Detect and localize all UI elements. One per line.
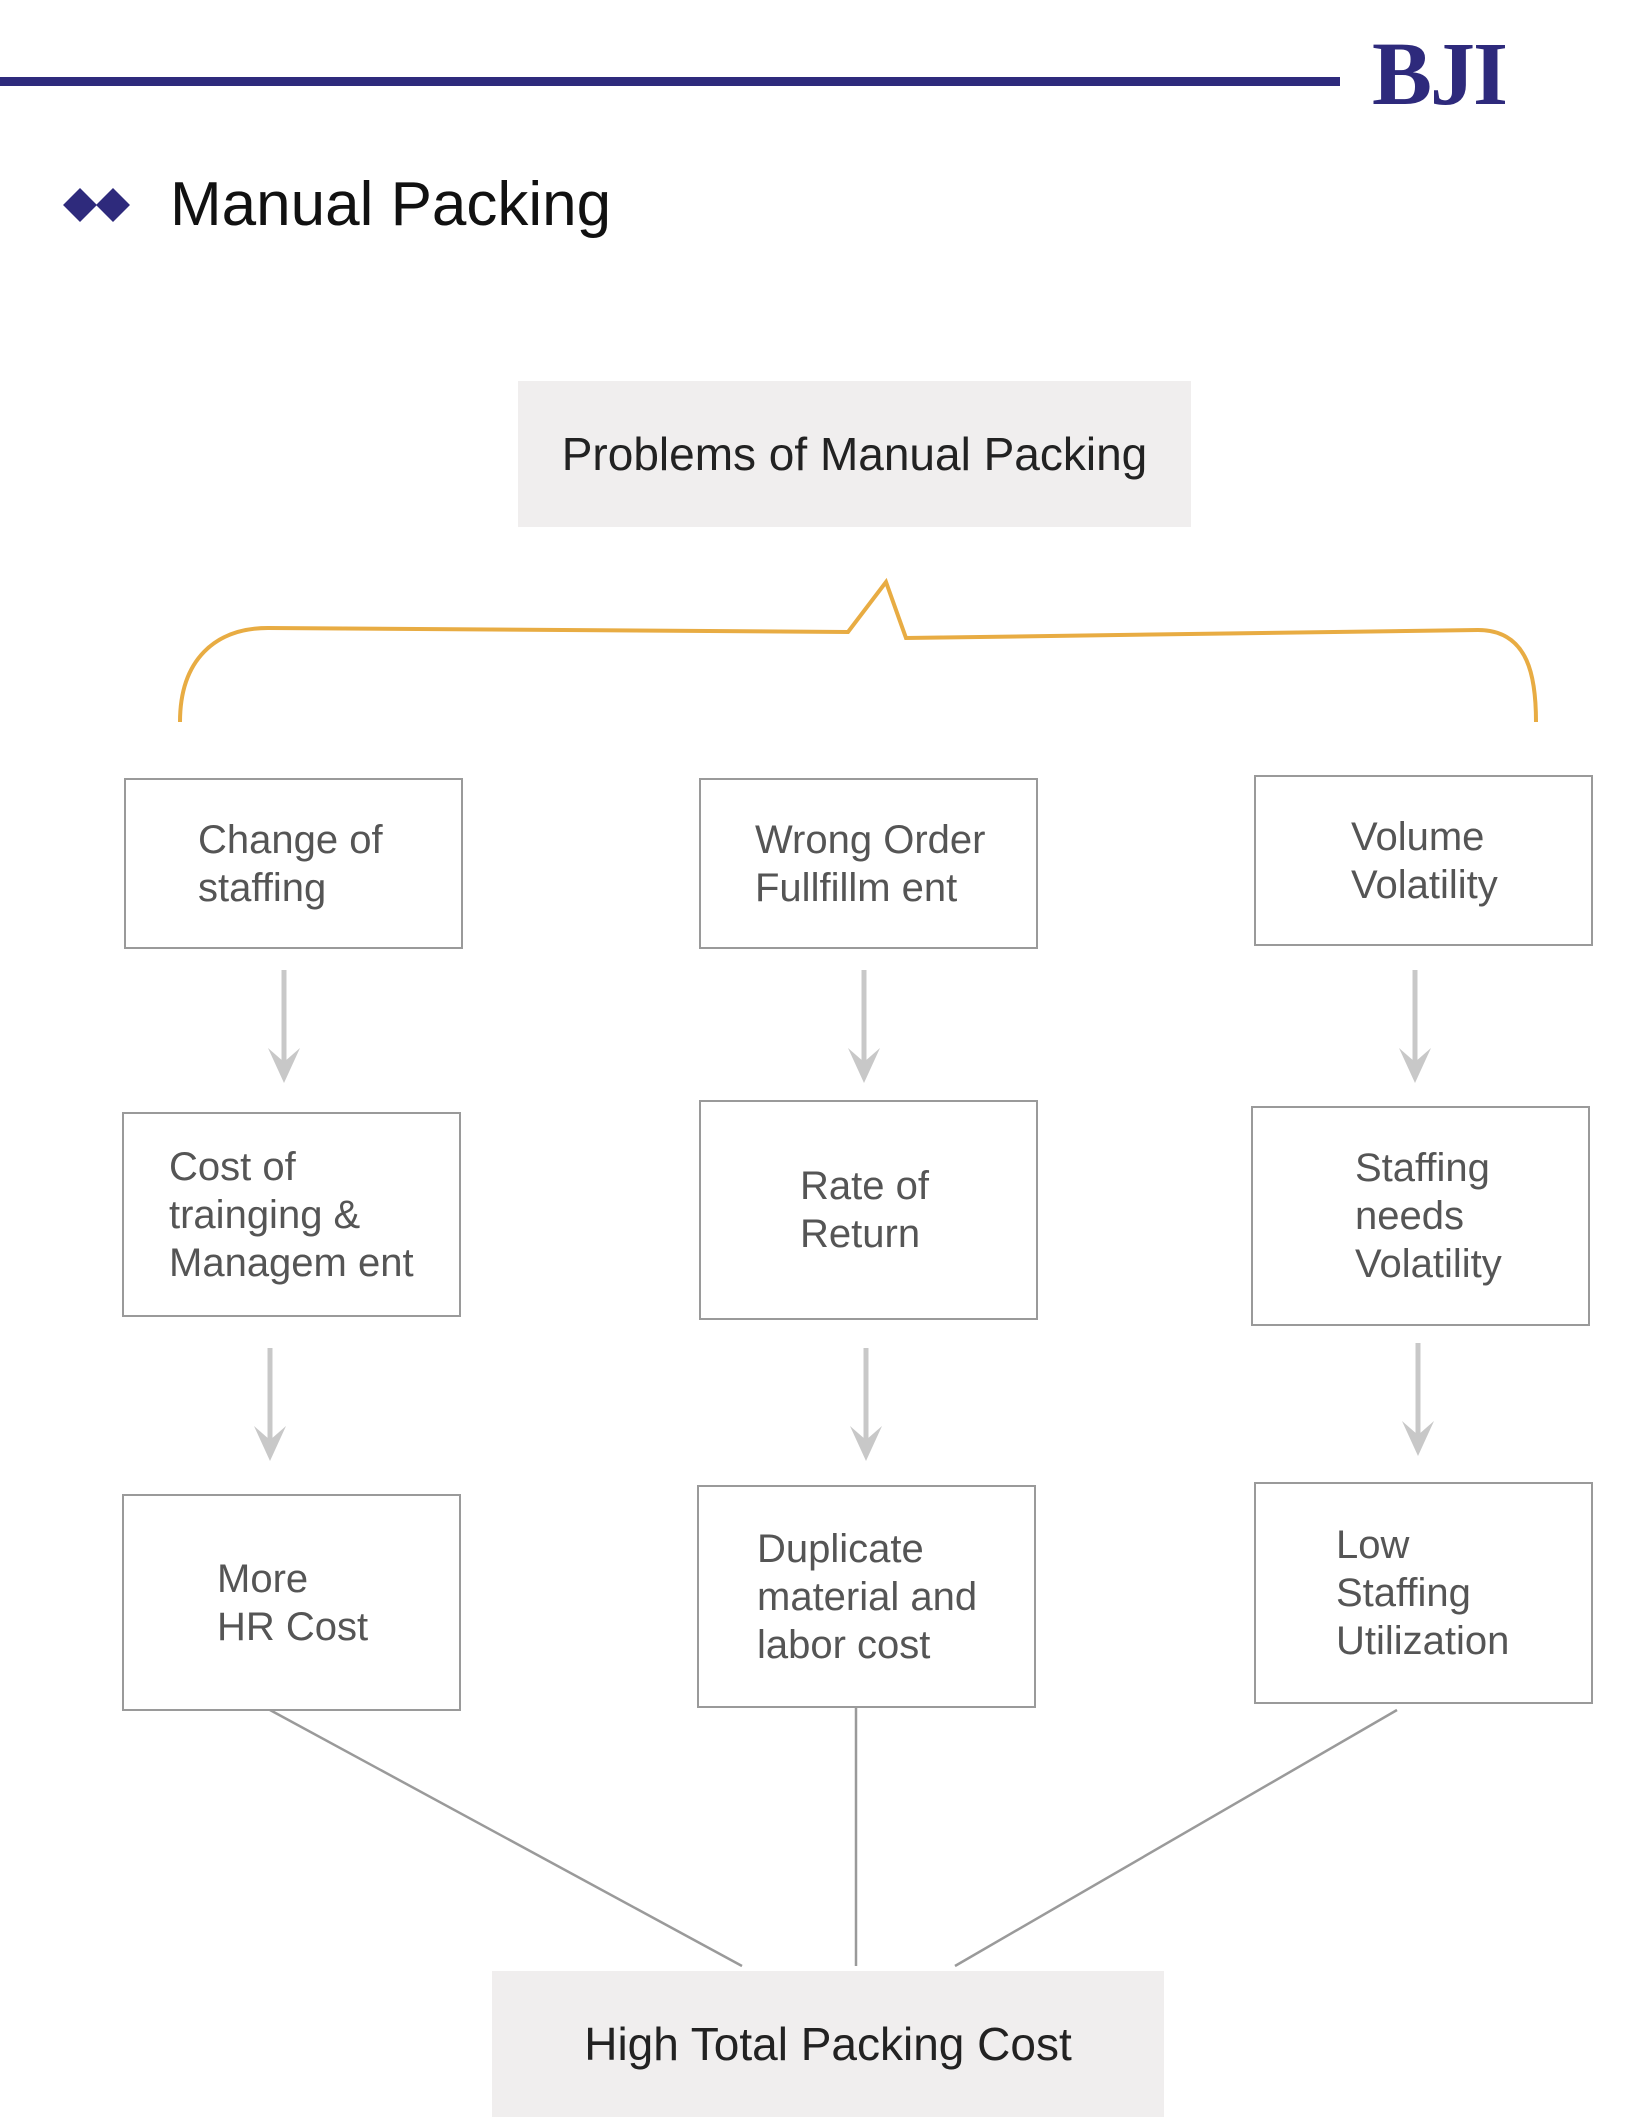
effect-label: Rate of Return: [800, 1164, 929, 1256]
cost-box: Duplicate material and labor cost: [697, 1485, 1036, 1708]
effect-box: Staffing needs Volatility: [1251, 1106, 1590, 1326]
arrow-down: [268, 970, 300, 1083]
connector-line: [269, 1708, 743, 1968]
arrow-down: [254, 1348, 286, 1461]
arrow-down: [848, 970, 880, 1083]
brand-logo: BJI: [1372, 25, 1508, 124]
cost-label: Low Staffing Utilization: [1336, 1523, 1510, 1663]
effect-label: Staffing needs Volatility: [1355, 1146, 1502, 1286]
arrow-down: [850, 1348, 882, 1461]
problem-label: Wrong Order Fullfillm ent: [755, 817, 986, 910]
problem-box: Change of staffing: [124, 778, 463, 949]
problem-box: Wrong Order Fullfillm ent: [699, 778, 1038, 949]
title-row: Manual Packing: [63, 165, 612, 245]
problem-label: Volume Volatility: [1351, 814, 1498, 907]
header-rule: [0, 77, 1340, 86]
effect-box: Rate of Return: [699, 1100, 1038, 1320]
root-problem-box: Problems of Manual Packing: [518, 381, 1191, 527]
grouping-brace: [178, 577, 1538, 723]
cost-label: Duplicate material and labor cost: [757, 1526, 978, 1667]
connector-line: [954, 1708, 1398, 1968]
problem-label: Change of staffing: [198, 817, 383, 910]
result-box: High Total Packing Cost: [492, 1971, 1164, 2117]
arrow-down: [1402, 1343, 1434, 1456]
cost-box: More HR Cost: [122, 1494, 461, 1711]
page-title: Manual Packing: [170, 170, 612, 239]
cost-box: Low Staffing Utilization: [1254, 1482, 1593, 1704]
problem-box: Volume Volatility: [1254, 775, 1593, 946]
cost-label: More HR Cost: [217, 1556, 369, 1649]
effect-box: Cost of trainging & Managem ent: [122, 1112, 461, 1317]
effect-label: Cost of trainging & Managem ent: [169, 1144, 414, 1285]
arrow-down: [1399, 970, 1431, 1083]
